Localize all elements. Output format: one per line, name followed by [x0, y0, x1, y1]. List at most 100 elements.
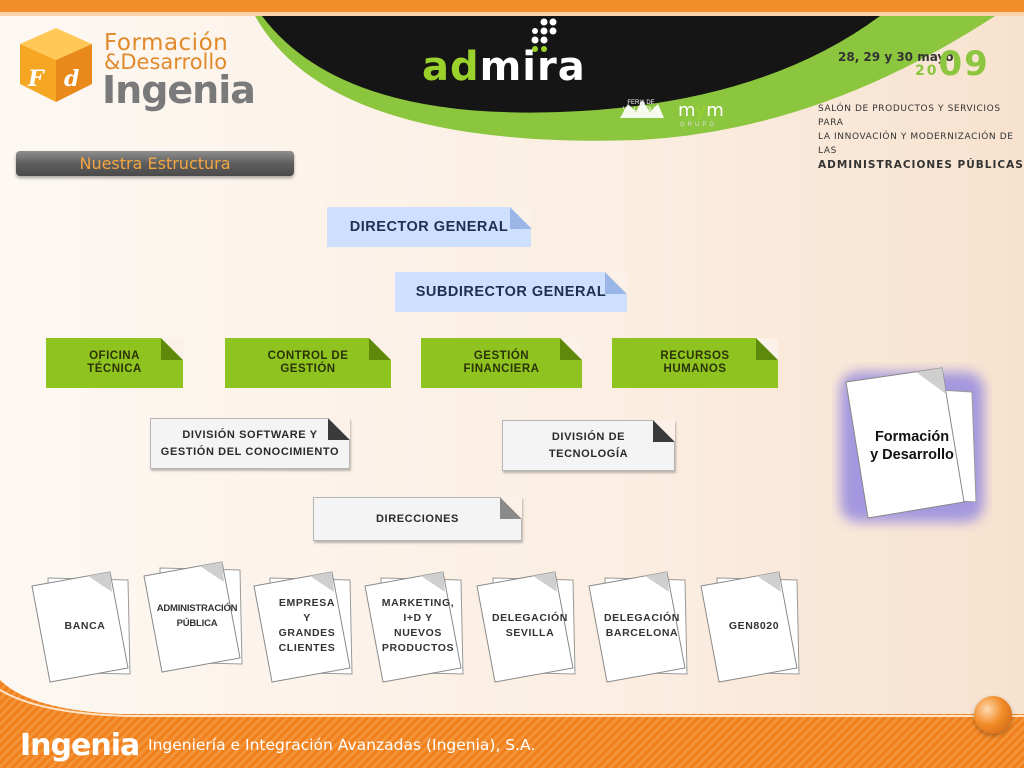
division-label-line1: DIVISIÓN DE [551, 430, 626, 443]
nuestra-estructura-button[interactable]: Nuestra Estructura [16, 151, 294, 176]
director-label: DIRECTOR GENERAL [349, 219, 509, 235]
logo-title-formacion: Formación [104, 30, 229, 56]
department-label-line1: CONTROL DE [267, 350, 349, 362]
footer-company-name: Ingeniería e Integración Avanzadas (Inge… [148, 736, 536, 754]
formacion-desarrollo-label[interactable]: Formación y Desarrollo [848, 428, 976, 464]
direction-doc-label-line: EMPRESA [278, 597, 336, 609]
direction-doc-label-line: GRANDES [278, 627, 336, 639]
direction-doc-label-line: PRODUCTOS [381, 642, 455, 654]
direction-doc-label-line: BARCELONA [605, 627, 679, 639]
direction-doc-label-line: SEVILLA [505, 627, 555, 639]
footer-ingenia-logo: Ingenia [20, 728, 140, 763]
page-fold-icon [328, 418, 350, 440]
department-label-line1: OFICINA [89, 350, 140, 362]
direction-doc-label: ADMINISTRACIÓN PÚBLICA [142, 556, 252, 676]
page-fold-icon [500, 497, 522, 519]
department-label-line1: RECURSOS [660, 350, 730, 362]
department-label-line2: FINANCIERA [463, 363, 540, 375]
feature-label-line2: y Desarrollo [870, 447, 954, 463]
svg-text:F: F [27, 66, 45, 92]
mym-logo: mym [678, 100, 724, 121]
logo-title-ingenia: Ingenia [102, 68, 256, 112]
page-fold-icon [560, 338, 582, 360]
division-label-line1: DIVISIÓN SOFTWARE Y [182, 428, 318, 441]
page-fold-icon [161, 338, 183, 360]
division-label-line2: GESTIÓN DEL CONOCIMIENTO [160, 445, 340, 458]
page-fold-icon [510, 207, 532, 229]
grupo-label: GRUPO [680, 122, 718, 128]
department-label-line2: GESTIÓN [280, 363, 336, 375]
direction-doc-label-line: NUEVOS [394, 627, 442, 639]
page-fold-icon [756, 338, 778, 360]
formacion-desarrollo-doc-icon[interactable] [832, 362, 992, 532]
event-description: SALÓN DE PRODUCTOS Y SERVICIOS PARA LA I… [818, 102, 1024, 172]
direction-doc-label-line: CLIENTES [278, 642, 336, 654]
feature-label-line1: Formación [874, 429, 950, 445]
page-fold-icon [605, 272, 627, 294]
event-desc-line1: SALÓN DE PRODUCTOS Y SERVICIOS PARA [818, 104, 1001, 128]
org-box-division-tecnologia[interactable]: DIVISIÓN DE TECNOLOGÍA [502, 420, 675, 471]
direction-doc-delegacion-barcelona[interactable]: DELEGACIÓN BARCELONA [587, 566, 697, 686]
document-stack-icon [253, 571, 353, 683]
document-stack-icon [31, 571, 131, 683]
event-year-prefix: 20 [915, 63, 939, 79]
org-box-direcciones[interactable]: DIRECCIONES [313, 497, 522, 541]
logo-cube-icon: F d [20, 28, 92, 102]
mym-m1: m [678, 100, 696, 121]
footer-band [0, 680, 1024, 768]
event-date: 28, 29 y 30 mayo [838, 50, 954, 64]
document-stack-icon [364, 571, 464, 683]
direction-doc-label-line: DELEGACIÓN [603, 612, 680, 624]
event-year: 2009 [915, 44, 990, 84]
admira-logo: admira [422, 44, 586, 90]
next-slide-orb-button[interactable] [974, 696, 1012, 734]
logo-title-desarrollo: &Desarrollo [104, 50, 228, 74]
direction-doc-label-line: PÚBLICA [176, 618, 218, 629]
division-label-line2: TECNOLOGÍA [548, 447, 629, 460]
direction-doc-label-line: GEN8020 [728, 619, 780, 632]
direction-doc-administracion-publica[interactable]: ADMINISTRACIÓN PÚBLICA [142, 556, 252, 676]
direction-doc-label-line: I+D Y [403, 612, 433, 624]
department-label-line1: GESTIÓN [473, 350, 530, 362]
direction-doc-label-line: ADMINISTRACIÓN [156, 603, 238, 614]
header-banner [0, 0, 1024, 141]
direction-doc-label: EMPRESA Y GRANDES CLIENTES [252, 566, 362, 686]
admira-logo-part2: mira [479, 44, 586, 90]
direction-doc-label: DELEGACIÓN BARCELONA [587, 566, 697, 686]
document-stack-icon [588, 571, 688, 683]
org-box-division-software[interactable]: DIVISIÓN SOFTWARE Y GESTIÓN DEL CONOCIMIE… [150, 418, 350, 469]
subdirector-label: SUBDIRECTOR GENERAL [415, 284, 607, 300]
department-label-line2: TÉCNICA [87, 363, 142, 375]
admira-logo-part1: ad [422, 44, 480, 90]
direction-doc-label-line: BANCA [64, 619, 106, 632]
direction-doc-banca[interactable]: BANCA [30, 566, 140, 686]
page-fold-icon [653, 420, 675, 442]
event-year-suffix: 09 [938, 44, 990, 84]
direcciones-label: DIRECCIONES [376, 512, 459, 525]
mym-m2: m [706, 100, 724, 121]
mym-y: y [695, 100, 707, 121]
document-stack-icon [700, 571, 800, 683]
event-desc-line3: ADMINISTRACIONES PÚBLICAS [818, 159, 1024, 171]
direction-doc-empresa-grandes-clientes[interactable]: EMPRESA Y GRANDES CLIENTES [252, 566, 362, 686]
svg-text:d: d [64, 66, 79, 92]
document-stack-icon [476, 571, 576, 683]
org-box-subdirector-general[interactable]: SUBDIRECTOR GENERAL [395, 272, 627, 312]
page-fold-icon [369, 338, 391, 360]
direction-doc-label: BANCA [30, 566, 140, 686]
org-box-director-general[interactable]: DIRECTOR GENERAL [327, 207, 531, 247]
department-label-line2: HUMANOS [663, 363, 727, 375]
direction-doc-label: GEN8020 [699, 566, 809, 686]
event-desc-line2: LA INNOVACIÓN Y MODERNIZACIÓN DE LAS [818, 132, 1014, 156]
direction-doc-label-line: Y [303, 612, 311, 624]
direction-doc-gen8020[interactable]: GEN8020 [699, 566, 809, 686]
document-stack-icon [143, 561, 243, 673]
